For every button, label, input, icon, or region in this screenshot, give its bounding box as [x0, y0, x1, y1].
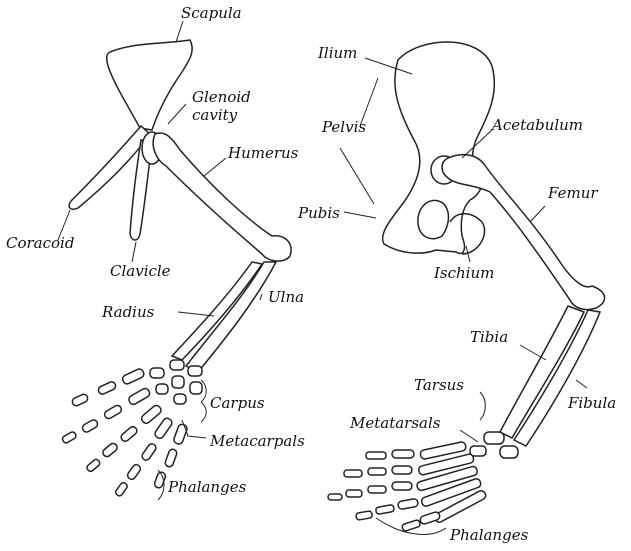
label-tibia: Tibia	[470, 328, 508, 346]
label-radius: Radius	[101, 303, 155, 321]
label-ilium: Ilium	[317, 44, 357, 62]
label-fibula: Fibula	[567, 394, 616, 412]
label-coracoid: Coracoid	[6, 234, 74, 252]
label-pelvis: Pelvis	[321, 118, 366, 136]
label-femur: Femur	[547, 184, 598, 202]
label-ulna: Ulna	[268, 288, 304, 306]
femur-bone	[442, 155, 605, 310]
label-glenoid-cavity-line2: cavity	[192, 106, 238, 124]
carpus-bones	[150, 360, 202, 404]
label-tarsus: Tarsus	[414, 376, 464, 394]
hindlimb-phalanges	[328, 450, 441, 532]
label-phalanges-hind: Phalanges	[449, 526, 529, 544]
label-phalanges-fore: Phalanges	[167, 478, 247, 496]
label-pubis: Pubis	[297, 204, 340, 222]
ulna-bone	[186, 262, 276, 372]
obturator-foramen	[418, 200, 449, 238]
label-scapula: Scapula	[181, 4, 242, 22]
label-glenoid-cavity-line1: Glenoid	[192, 88, 251, 106]
label-acetabulum: Acetabulum	[490, 116, 583, 134]
label-humerus: Humerus	[227, 144, 299, 162]
label-ischium: Ischium	[433, 264, 494, 282]
forelimb	[58, 21, 291, 500]
label-metacarpals: Metacarpals	[209, 432, 305, 450]
label-carpus: Carpus	[210, 394, 265, 412]
label-clavicle: Clavicle	[110, 262, 171, 280]
label-metatarsals: Metatarsals	[349, 414, 441, 432]
scapula-bone	[107, 40, 192, 130]
